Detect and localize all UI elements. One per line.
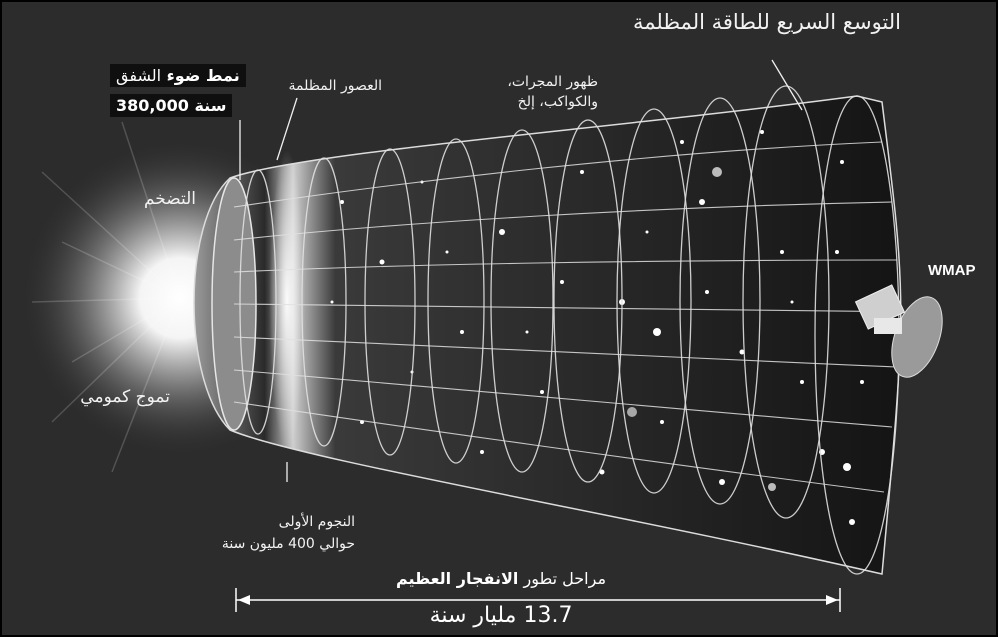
cone-body (193, 95, 902, 575)
first-stars-band (269, 150, 305, 450)
label-galaxies-line2: والكواكب، إلخ (517, 94, 598, 110)
timeline-title-bold: الانفجار العظيم (395, 569, 519, 588)
label-afterglow-years-num: 380,000 (116, 96, 189, 115)
label-first-stars-line1: النجوم الأولى (278, 514, 355, 530)
label-afterglow-years-unit: سنة (194, 96, 227, 115)
label-first-stars-line2: حوالي 400 مليون سنة (221, 536, 355, 552)
label-afterglow-years: سنة 380,000 (110, 94, 233, 117)
timeline-title: مراحل تطور الانفجار العظيم (2, 569, 996, 588)
label-dark-energy: التوسع السريع للطاقة المظلمة (632, 10, 901, 34)
label-afterglow-bold: نمط ضوء (166, 66, 240, 85)
wmap-satellite-icon (854, 284, 943, 378)
label-afterglow-rest: الشفق (116, 66, 162, 85)
cone-grid-rings (239, 85, 900, 575)
label-dark-ages: العصور المظلمة (288, 78, 382, 94)
label-afterglow: نمط ضوء الشفق (110, 64, 246, 87)
label-inflation: التضخم (143, 189, 196, 209)
timeline-arrow (235, 588, 841, 612)
label-galaxies-line1: ظهور المجرات، (507, 74, 598, 90)
label-quantum-fluctuations: تموج كمومي (80, 387, 170, 407)
timeline-title-rest: مراحل تطور (523, 569, 607, 588)
big-bang-rays (31, 121, 181, 473)
galaxy-speckles (330, 130, 864, 525)
label-wmap: WMAP (928, 262, 976, 279)
timeline-span: 13.7 مليار سنة (429, 603, 573, 628)
leader-lines (239, 59, 803, 482)
